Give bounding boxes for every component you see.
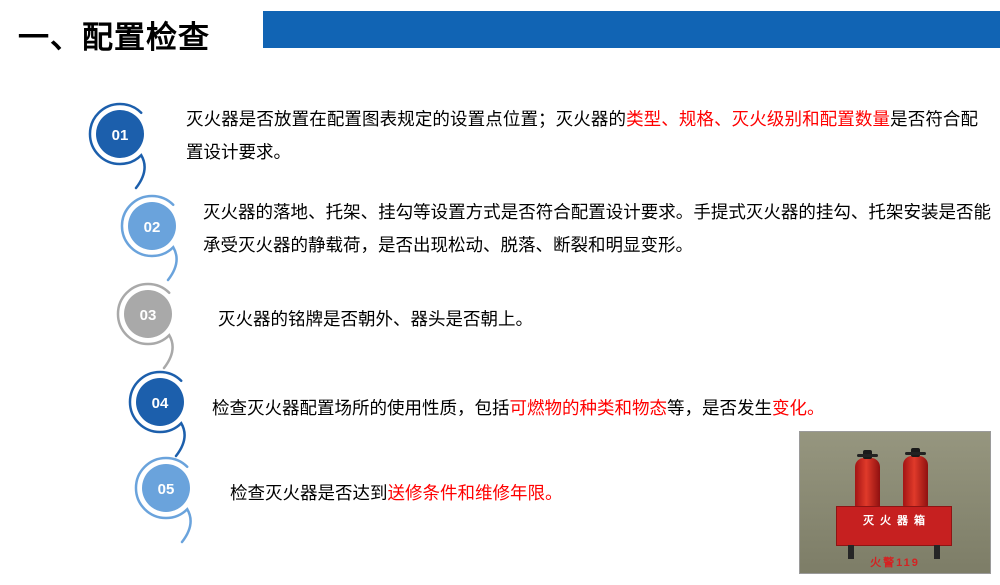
text-segment: 检查灭火器是否达到 [230,483,388,503]
connector-swoosh-icon [128,370,186,458]
cabinet-leg [934,545,940,559]
number-circle [142,464,190,512]
text-segment: 送修条件和维修年限。 [387,483,563,503]
item-text: 灭火器的落地、托架、挂勾等设置方式是否符合配置设计要求。手提式灭火器的挂勾、托架… [203,196,991,262]
number-label: 05 [158,481,175,498]
text-segment: 灭火器的落地、托架、挂勾等设置方式是否符合配置设计要求。手提式灭火器的挂勾、托架… [203,202,991,255]
number-badge: 01 [88,102,146,190]
extinguisher-icon [903,448,928,508]
connector-swoosh-icon [88,102,146,190]
cabinet-label: 灭火器箱 [863,515,931,527]
number-label: 04 [152,395,169,412]
page-title: 一、配置检查 [18,20,210,55]
item-text: 灭火器的铭牌是否朝外、器头是否朝上。 [218,303,978,336]
item-text: 检查灭火器是否达到送修条件和维修年限。 [230,477,790,510]
title-bar [263,11,1000,48]
text-segment: 是否符合配置设计要求。 [186,109,979,162]
text-segment: 检查灭火器配置场所的使用性质，包括 [212,398,510,418]
number-badge: 03 [116,282,174,370]
number-badge: 05 [134,456,192,544]
number-circle [96,110,144,158]
number-circle [136,378,184,426]
number-badge: 02 [120,194,178,282]
extinguisher-icon [855,450,880,510]
extinguisher-photo: 灭火器箱 火警119 [799,431,991,574]
number-label: 01 [112,127,129,144]
text-segment: 类型、规格、灭火级别和配置数量 [626,109,891,129]
number-label: 02 [144,219,161,236]
item-text: 检查灭火器配置场所的使用性质，包括可燃物的种类和物态等，是否发生变化。 [212,392,987,425]
text-segment: 灭火器的铭牌是否朝外、器头是否朝上。 [218,309,533,329]
connector-swoosh-icon [134,456,192,544]
extinguisher-cabinet: 灭火器箱 [836,506,952,546]
connector-swoosh-icon [116,282,174,370]
cabinet-leg [848,545,854,559]
text-segment: 可燃物的种类和物态 [509,398,668,418]
number-circle [124,290,172,338]
text-segment: 等，是否发生 [667,398,772,418]
hotline-label: 火警119 [870,557,920,569]
number-badge: 04 [128,370,186,458]
number-label: 03 [140,307,157,324]
text-segment: 灭火器是否放置在配置图表规定的设置点位置；灭火器的 [186,109,627,129]
connector-swoosh-icon [120,194,178,282]
number-circle [128,202,176,250]
text-segment: 变化。 [772,398,825,418]
item-text: 灭火器是否放置在配置图表规定的设置点位置；灭火器的类型、规格、灭火级别和配置数量… [186,103,978,169]
